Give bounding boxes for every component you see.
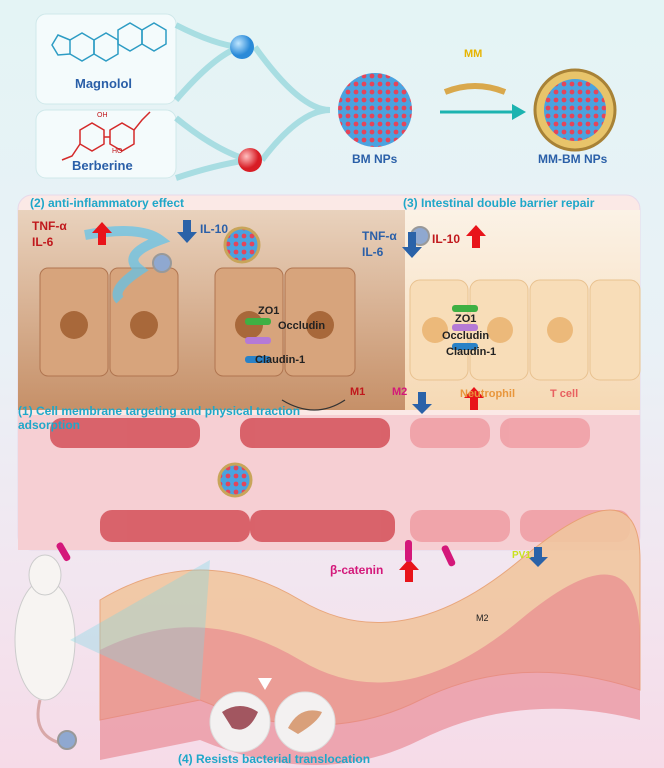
occludin-right: Occludin [442, 330, 490, 342]
liver-shape [222, 706, 258, 730]
pv1-label: PV1 [512, 550, 531, 561]
arrow-head [512, 104, 526, 120]
m2-label: M2 [392, 386, 408, 398]
il10-left: IL-10 [200, 222, 229, 236]
pancreas-shape [288, 710, 322, 734]
flow-lines [173, 22, 331, 181]
bm-nps-label: BM NPs [352, 152, 398, 166]
m2-intestine-label: M2 [476, 613, 489, 623]
il10-right: IL-10 [432, 232, 461, 246]
epithelial-cells [39, 267, 641, 381]
claudin-right: Claudin-1 [446, 346, 497, 358]
magnolol-box [35, 13, 177, 105]
m1-to-m2-arrow [281, 399, 346, 411]
tnf-right: TNF-α [362, 229, 397, 243]
beta-catenin-label: β-catenin [330, 563, 384, 577]
section-3-title: (3) Intestinal double barrier repair [403, 196, 595, 210]
section-2-title: (2) anti-inflammatory effect [30, 196, 185, 210]
magnolol-structure [51, 22, 167, 62]
bm-np [338, 73, 412, 147]
section-1-title: (1) Cell membrane targeting and physical… [18, 404, 301, 418]
zo1-right: ZO1 [455, 313, 477, 325]
regulation-arrows [92, 220, 548, 582]
tnf-left: TNF-α [32, 219, 67, 233]
neutrophil-label: Neutrophil [460, 388, 515, 400]
zoom-beam [70, 560, 210, 700]
berberine-label: Berberine [72, 158, 133, 173]
berberine-structure [61, 111, 151, 161]
magnolol-sphere [230, 35, 254, 59]
m1-label: M1 [350, 386, 366, 398]
oh-label: OH [97, 112, 108, 119]
berberine-sphere [238, 148, 262, 172]
rat [14, 554, 76, 747]
down-arrow-white [258, 678, 272, 690]
mm-membrane [443, 83, 507, 95]
claudin-left: Claudin-1 [255, 354, 306, 366]
tight-junction-proteins [245, 305, 478, 363]
il6-right: IL-6 [362, 245, 384, 259]
cytokine-vortex [84, 226, 171, 304]
mm-bm-nps-label: MM-BM NPs [538, 152, 608, 166]
mm-bm-np-traction [217, 462, 253, 498]
occludin-left: Occludin [278, 320, 326, 332]
tcell-label: T cell [550, 388, 579, 400]
mm-bm-np-core [544, 79, 606, 141]
nanoparticle [152, 253, 172, 273]
section-4-title: (4) Resists bacterial translocation [178, 752, 371, 766]
il6-left: IL-6 [32, 235, 54, 249]
beta-catenin-markers [56, 540, 456, 567]
magnolol-label: Magnolol [75, 76, 133, 91]
ho-label: HO [112, 148, 123, 155]
mm-label: MM [464, 48, 483, 60]
mm-bm-np-targeting [223, 226, 261, 264]
section-1-title-cont: adsorption [18, 418, 80, 432]
berberine-box [35, 109, 177, 179]
nanoparticle [57, 730, 77, 750]
zo1-left: ZO1 [258, 305, 280, 317]
